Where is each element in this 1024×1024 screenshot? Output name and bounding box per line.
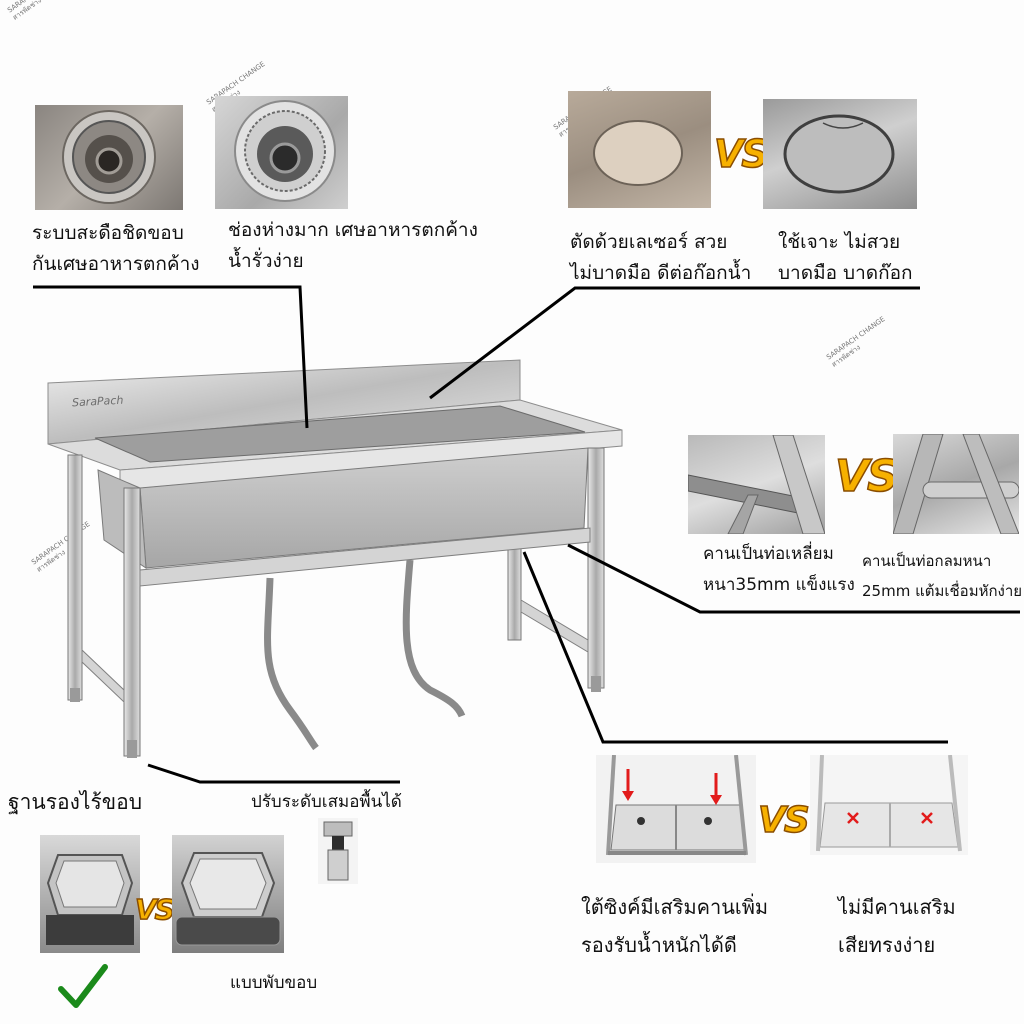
strainer-good-caption: ระบบสะดือชิดขอบ กันเศษอาหารตกค้าง <box>32 222 200 275</box>
strainer-bad-caption: ช่องห่างมาก เศษอาหารตกค้าง น้ำรั่วง่าย <box>228 219 478 272</box>
leveling-foot-caption: ปรับระดับเสมอพื้นได้ <box>251 792 402 812</box>
foot-folded-photo <box>172 835 284 953</box>
brace-yes-photo <box>596 755 756 863</box>
vs-label: VS <box>834 450 899 503</box>
beam-round-caption: คานเป็นท่อกลมหนา 25mm แต้มเชื่อมหักง่าย <box>862 552 1023 600</box>
checkmark-icon <box>58 963 108 1009</box>
brace-no-caption: ไม่มีคานเสริม เสียทรงง่าย <box>838 895 956 957</box>
strainer-good-photo <box>35 105 183 210</box>
hole-laser-caption: ตัดด้วยเลเซอร์ สวย ไม่บาดมือ ดีต่อก๊อกน้… <box>570 231 752 284</box>
vs-label: VS <box>713 131 769 177</box>
foot-good-photo <box>40 835 140 953</box>
vs-label: VS <box>134 892 175 927</box>
brace-no-photo <box>810 755 968 855</box>
brand-mark: SaraPach <box>71 393 124 410</box>
hole-drill-photo <box>763 99 917 209</box>
beam-square-photo <box>688 435 825 534</box>
beam-round-photo <box>893 434 1019 534</box>
hole-laser-photo <box>568 91 711 208</box>
foot-folded-caption: แบบพับขอบ <box>230 973 318 993</box>
leveling-foot-photo <box>318 818 358 884</box>
brace-yes-caption: ใต้ซิงค์มีเสริมคานเพิ่ม รองรับน้ำหนักได้… <box>581 895 769 957</box>
vs-label: VS <box>757 799 810 842</box>
strainer-bad-photo <box>215 96 348 209</box>
beam-square-caption: คานเป็นท่อเหลี่ยม หนา35mm แข็งแรง <box>703 544 855 595</box>
foot-base-caption: ฐานรองไร้ขอบ <box>8 790 143 814</box>
hole-drill-caption: ใช้เจาะ ไม่สวย บาดมือ บาดก๊อก <box>778 231 913 284</box>
